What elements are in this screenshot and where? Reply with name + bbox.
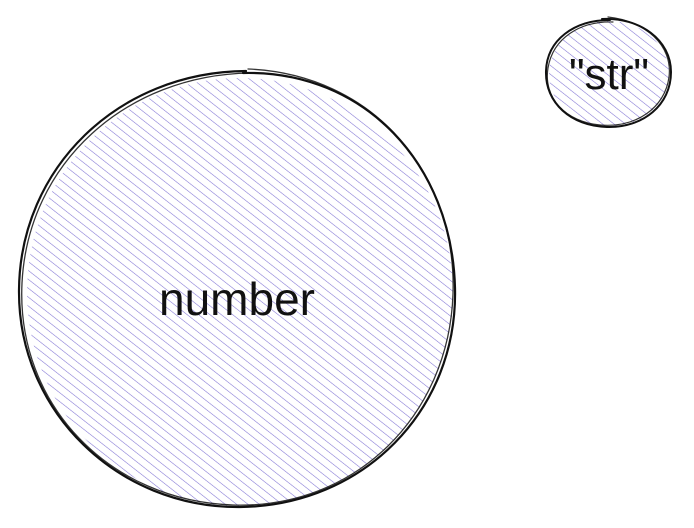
number-circle[interactable]: number: [17, 68, 457, 509]
number-circle-hatch: [27, 78, 453, 506]
str-circle[interactable]: "str": [544, 16, 673, 129]
number-label: number: [159, 273, 315, 325]
number-circle-outline-2: [21, 68, 454, 506]
str-circle-hatch: [549, 21, 669, 127]
str-circle-outline-2: [546, 16, 670, 126]
str-label: "str": [569, 50, 649, 99]
str-circle-outline: [544, 17, 673, 129]
